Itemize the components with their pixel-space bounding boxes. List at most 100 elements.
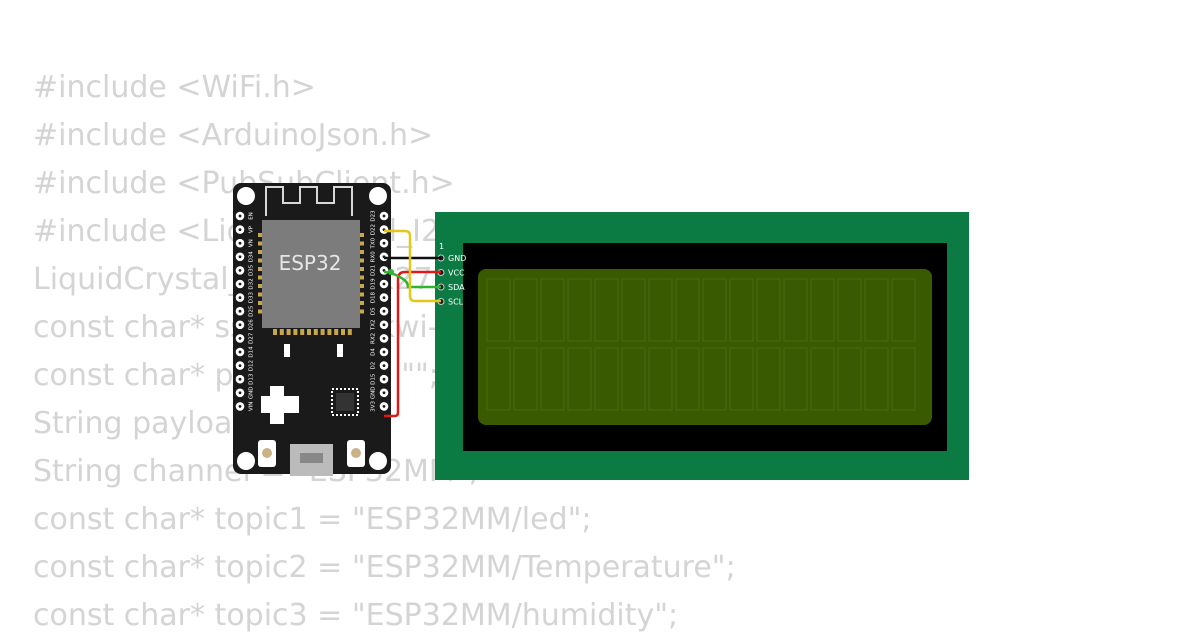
- esp32-pin-label: D32: [249, 278, 255, 289]
- esp32-pin-label: RX2: [371, 333, 377, 344]
- lcd-char-cell: [648, 278, 673, 342]
- esp32-pin-label: RX0: [371, 251, 377, 263]
- lcd-char-cell: [810, 278, 835, 342]
- module-pad: [273, 329, 277, 335]
- esp32-pin-hole: [382, 337, 386, 340]
- module-pad: [358, 241, 364, 246]
- module-pad: [358, 250, 364, 254]
- en-button[interactable]: [347, 440, 365, 467]
- lcd-char-cell: [486, 347, 511, 411]
- wire-vcc: [384, 270, 441, 418]
- antenna-trace: [265, 186, 353, 216]
- lcd-char-cell: [864, 278, 889, 342]
- esp32-pin-hole: [382, 241, 386, 245]
- lcd-char-cell: [486, 278, 511, 342]
- lcd-char-cell: [756, 347, 781, 411]
- boot-button[interactable]: [258, 440, 276, 467]
- esp32-pin-label: D15: [371, 373, 377, 385]
- wire-junction: [388, 269, 394, 275]
- esp32-pin-hole: [238, 269, 242, 272]
- module-pad: [258, 258, 264, 263]
- lcd-pin-label: SDA: [448, 283, 465, 292]
- esp32-pin-label: D26: [249, 319, 255, 331]
- esp32-pin-hole: [382, 309, 386, 313]
- esp32-pin-hole: [382, 282, 386, 286]
- module-pad: [258, 292, 264, 297]
- module-pad: [347, 329, 352, 335]
- module-pad: [358, 284, 364, 288]
- code-line: #include <ArduinoJson.h>: [33, 118, 434, 153]
- esp32-pin-hole: [382, 296, 386, 299]
- module-pad: [279, 329, 284, 335]
- esp32-pin-label: D5: [371, 307, 377, 315]
- code-line: const char* topic1 = "ESP32MM/led";: [33, 502, 592, 537]
- module-pad: [258, 275, 264, 280]
- esp32-chip: [262, 220, 360, 328]
- module-pad: [358, 309, 364, 314]
- wire-scl: [384, 229, 441, 303]
- module-pad: [358, 292, 364, 297]
- code-line: const char* topic3 = "ESP32MM/humidity";: [33, 598, 679, 633]
- module-pad: [320, 329, 325, 335]
- lcd-pin-label: GND: [448, 254, 466, 263]
- module-pad: [341, 329, 345, 335]
- esp32-pin-label: D18: [371, 291, 377, 303]
- lcd-char-cell: [540, 278, 565, 342]
- esp32-pin-label: TX0: [371, 237, 377, 249]
- esp32-pin-hole: [382, 214, 386, 218]
- lcd-char-cell: [891, 278, 916, 342]
- esp32-pin-label: D19: [371, 278, 377, 290]
- esp32-pin-hole: [238, 228, 242, 232]
- module-pad: [313, 329, 318, 335]
- lcd-pin1-marker: 1: [439, 242, 444, 251]
- esp32-pin-hole: [382, 364, 386, 367]
- module-pad: [258, 250, 264, 254]
- esp32-pin-hole: [382, 350, 386, 354]
- usb-uart-chip-core: [336, 393, 354, 411]
- esp32-board[interactable]: ESP32 ENVPVND34D35D32D33D25D26D27D14D12D…: [233, 183, 391, 476]
- lcd-char-cell: [729, 278, 754, 342]
- lcd-char-cell: [783, 347, 808, 411]
- esp32-pin-label: 3V3: [371, 401, 377, 412]
- esp32-pin-hole: [238, 296, 242, 299]
- esp32-pin-hole: [382, 405, 386, 408]
- module-pad: [293, 329, 298, 335]
- module-pad: [258, 301, 264, 305]
- esp32-pin-hole: [238, 309, 242, 313]
- esp32-pin-label: D2: [371, 362, 377, 370]
- module-pad: [307, 329, 311, 335]
- lcd-char-cell: [675, 278, 700, 342]
- lcd-screen: [478, 269, 932, 425]
- esp32-pin-label: D21: [371, 265, 377, 276]
- esp32-pin-hole: [382, 391, 386, 395]
- lcd-char-cell: [837, 347, 862, 411]
- module-pad: [358, 275, 364, 280]
- module-pad: [358, 258, 364, 263]
- lcd-char-cell: [864, 347, 889, 411]
- esp32-pin-hole: [238, 364, 242, 367]
- mounting-hole-tl: [237, 187, 255, 205]
- lcd-pin-label: SCL: [448, 298, 464, 307]
- esp32-pin-hole: [238, 337, 242, 340]
- lcd-char-cell: [837, 278, 862, 342]
- esp32-pin-label: VP: [249, 225, 255, 233]
- esp32-pin-hole: [238, 377, 242, 381]
- lcd-char-cell: [702, 347, 727, 411]
- led-left: [284, 344, 290, 357]
- voltage-regulator-body: [261, 396, 299, 413]
- lcd-char-cell: [675, 347, 700, 411]
- esp32-pin-headers: ENVPVND34D35D32D33D25D26D27D14D12D13GNDV…: [235, 210, 389, 412]
- esp32-pin-label: D35: [249, 264, 255, 276]
- lcd-char-cell: [810, 347, 835, 411]
- lcd-char-cell: [621, 278, 646, 342]
- esp32-pin-label: GND: [371, 386, 377, 399]
- esp32-pin-hole: [382, 323, 386, 327]
- module-pad: [258, 241, 264, 246]
- esp32-pin-label: D12: [249, 360, 255, 371]
- lcd-char-cell: [891, 347, 916, 411]
- esp32-pin-label: D27: [249, 332, 255, 344]
- module-pad: [258, 233, 264, 237]
- lcd-char-cell: [513, 278, 538, 342]
- lcd-character-grid: [486, 278, 916, 411]
